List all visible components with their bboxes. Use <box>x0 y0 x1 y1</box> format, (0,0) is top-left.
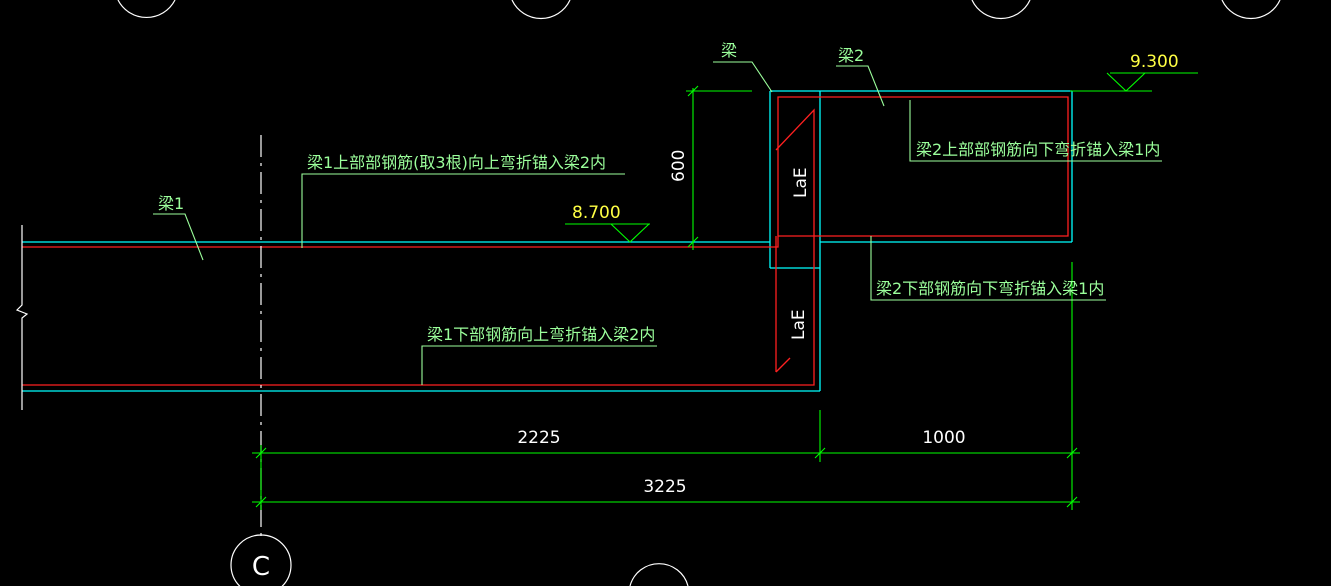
rebar-lines <box>22 96 1069 386</box>
lae-upper-label: LaE <box>791 167 811 198</box>
grid-bubble-c: C <box>230 534 292 586</box>
beam-partial-label: 梁 <box>721 41 737 60</box>
lae-lower-label: LaE <box>789 309 809 340</box>
elevation-marker-low <box>565 223 650 243</box>
dim-span-left-text: 2225 <box>517 428 560 448</box>
beam2-top-rebar-note: 梁2上部部钢筋向下弯折锚入梁1内 <box>916 140 1160 159</box>
dim-height-text: 600 <box>669 150 689 182</box>
beam1-outline <box>22 241 821 392</box>
dimension-lines <box>252 85 1080 510</box>
beam2-outline <box>769 90 1073 269</box>
beam1-bottom-rebar-note: 梁1下部钢筋向上弯折锚入梁2内 <box>427 325 655 344</box>
beam1-label: 梁1 <box>158 194 184 213</box>
top-grid-bubbles <box>117 0 1281 20</box>
elevation-marker-high <box>1070 72 1198 92</box>
beam2-bottom-rebar-note: 梁2下部钢筋向下弯折锚入梁1内 <box>876 279 1104 298</box>
dim-span-total-text: 3225 <box>643 477 686 497</box>
grid-bubble-partial <box>629 563 689 586</box>
elevation-low-text: 8.700 <box>572 203 621 223</box>
beam2-label: 梁2 <box>838 46 864 65</box>
break-line <box>15 225 29 410</box>
leader-lines <box>153 61 1162 385</box>
beam1-top-rebar <box>22 96 1069 248</box>
elevation-high-text: 9.300 <box>1130 52 1179 72</box>
beam1-bottom-rebar <box>22 108 815 386</box>
beam1-top-rebar-note: 梁1上部部钢筋(取3根)向上弯折锚入梁2内 <box>307 153 606 172</box>
dim-span-right-text: 1000 <box>922 428 965 448</box>
grid-label-c: C <box>252 552 270 582</box>
